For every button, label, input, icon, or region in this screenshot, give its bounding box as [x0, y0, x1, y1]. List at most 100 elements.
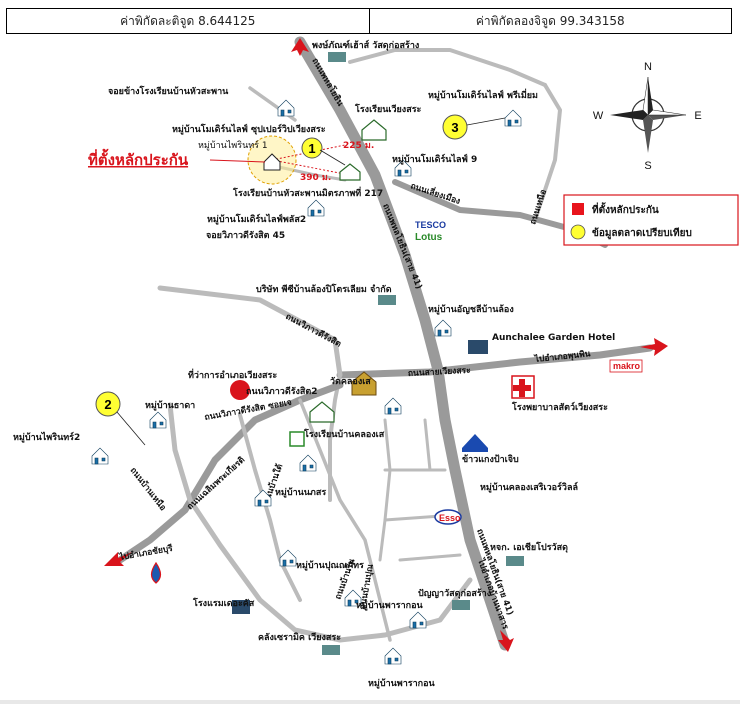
place-label: โรงเรียนเวียงสระ — [354, 103, 422, 115]
coordinates-bar: ค่าพิกัดละติจูด 8.644125 ค่าพิกัดลองจิจู… — [6, 8, 732, 34]
place-label: Aunchalee Garden Hotel — [492, 333, 615, 343]
subject-house-icon — [263, 153, 281, 171]
subject-label: ที่ตั้งหลักประกัน — [88, 148, 189, 169]
marker-2-label: 2 — [104, 397, 111, 412]
makro-logo: makro — [613, 361, 641, 371]
house-icon — [384, 397, 402, 415]
road-market — [157, 285, 343, 378]
arrow-west — [104, 552, 132, 566]
road-label-main-mid: ถนนพหลโยธิน(สาย 41) — [380, 202, 424, 291]
arrow-east — [640, 338, 668, 356]
place-label: ข้าวแกงป้าเจิบ — [462, 454, 519, 465]
road-label-villa: ถนนวิภาวดีรังสิต ซอยเจ — [204, 397, 293, 423]
marker-1-label: 1 — [308, 141, 315, 156]
longitude-value: ค่าพิกัดลองจิจูด 99.343158 — [475, 13, 625, 28]
place-label: หมู่บ้านอัญชลีบ้านล้อง — [428, 304, 514, 315]
house-icon — [279, 549, 297, 567]
road-label-east: ถนนสายเวียงสระ — [408, 365, 471, 379]
school-icon — [309, 401, 335, 423]
place-label: ปัญญาวัสดุก่อสร้าง — [418, 588, 491, 599]
road-label-main-north: ถนนพหลโยธิน — [309, 56, 345, 108]
road-inner-1 — [238, 413, 302, 602]
house-icon — [409, 611, 427, 629]
legend-subject-swatch — [572, 203, 584, 215]
place-label: หมู่บ้านโมเดิร์นไลฟ์ 9 — [392, 153, 477, 165]
compass-s: S — [644, 160, 651, 172]
place-label: โรงเรียนบ้านหัวสะพานมิตรภาพที่ 217 — [232, 186, 383, 199]
place-label: หมู่บ้านพารากอน — [368, 678, 436, 689]
place-label: พงษ์ภัณฑ์เฮ้าส์ วัสดุก่อสร้าง — [312, 39, 419, 51]
house-icon — [91, 447, 109, 465]
road-inner-6 — [398, 553, 462, 562]
house-icon — [344, 589, 362, 607]
seven-eleven-icon — [289, 431, 305, 447]
legend-subject-label: ที่ตั้งหลักประกัน — [592, 202, 659, 216]
compass-e: E — [694, 110, 701, 122]
road-north-east — [348, 48, 547, 87]
place-label: หมู่บ้านปุณณภัทร — [296, 560, 364, 571]
arrow-south — [498, 630, 514, 652]
house-icons — [91, 99, 522, 665]
legend-market-label: ข้อมูลตลาดเปรียบเทียบ — [592, 227, 692, 240]
marker-3-label: 3 — [451, 120, 458, 135]
place-label: โรงเรียนบ้านคลองเส — [303, 428, 385, 440]
warehouse-icon — [506, 556, 524, 566]
house-icon — [394, 159, 412, 177]
house-icon — [384, 647, 402, 665]
makro-badge — [609, 359, 643, 373]
place-label: หมู่บ้านคลองเสริเวอร์วิลล์ — [480, 481, 578, 493]
road-inner-7 — [423, 418, 432, 472]
road-east — [336, 344, 654, 379]
house-icon — [254, 489, 272, 507]
compass-w: W — [593, 110, 604, 122]
place-label: โรงแรมเดอะคัส — [192, 597, 255, 609]
warehouse-icon — [452, 600, 470, 610]
place-label: หมู่บ้านโมเดิร์นไลฟ์พลัส2 — [207, 213, 306, 225]
warehouse-icon — [322, 645, 340, 655]
warehouse-icon — [328, 52, 346, 62]
house-icon — [149, 411, 167, 429]
brand-logos: TESCO Lotus makro Esso — [415, 220, 643, 523]
place-label: จอยข้างโรงเรียนบ้านหัวสะพาน — [108, 85, 229, 97]
place-label: หมู่บ้านไพรินทร์2 — [13, 431, 80, 443]
place-label: หมู่บ้านโมเดิร์นไลฟ์ พรีเมี่ยม — [428, 88, 538, 101]
garuda-emblem-icon — [230, 380, 250, 400]
house-icon — [307, 199, 325, 217]
legend-market-swatch — [570, 224, 586, 240]
road-inner-2 — [298, 398, 392, 642]
road-label-east-arrow: ไปอำเภอพุนพิน — [533, 348, 591, 365]
place-label: โรงพยาบาลสัตว์เวียงสระ — [511, 401, 608, 413]
restaurant-icon — [462, 434, 488, 452]
school-icon — [339, 163, 361, 181]
hospital-cross-icon — [513, 379, 531, 397]
esso-logo-icon — [434, 509, 462, 525]
bottom-border — [0, 700, 740, 704]
place-label: หมู่บ้านพารากอน — [356, 600, 424, 611]
place-label: คลังเซรามิค เวียงสระ — [258, 632, 341, 643]
marker-1 — [301, 137, 323, 159]
esso-logo: Esso — [439, 513, 461, 523]
marker-3 — [442, 114, 468, 140]
distance-390: 390 ม. — [300, 173, 331, 183]
marker-2 — [95, 391, 121, 417]
house-icon — [434, 319, 452, 337]
building-icons — [150, 52, 535, 655]
lotus-logo: Lotus — [415, 232, 443, 243]
place-label: ถนนวิภาวดีรังสิต2 — [246, 386, 318, 397]
warehouse-icon — [378, 295, 396, 305]
school-icon — [361, 119, 387, 141]
road-inner-3 — [378, 418, 392, 562]
place-label: จอยวิภาวดีรังสิต 45 — [206, 230, 285, 241]
tesco-logo: TESCO — [415, 220, 446, 230]
place-label: หมู่บ้านไพรินทร์ 1 — [198, 139, 268, 151]
numbered-markers: 1 2 3 — [95, 114, 506, 446]
direction-arrows — [104, 38, 668, 652]
road-ne-bend — [533, 83, 562, 222]
ptt-station-icon — [150, 561, 162, 584]
place-label: หมู่บ้านนภสร — [275, 487, 326, 498]
place-labels: พงษ์ภัณฑ์เฮ้าส์ วัสดุก่อสร้าง จอยข้างโรง… — [13, 39, 615, 689]
compass-n: N — [644, 61, 652, 73]
road-label-cross: ถนนบ้านเหนือ — [128, 465, 169, 513]
arrow-north — [291, 38, 309, 56]
